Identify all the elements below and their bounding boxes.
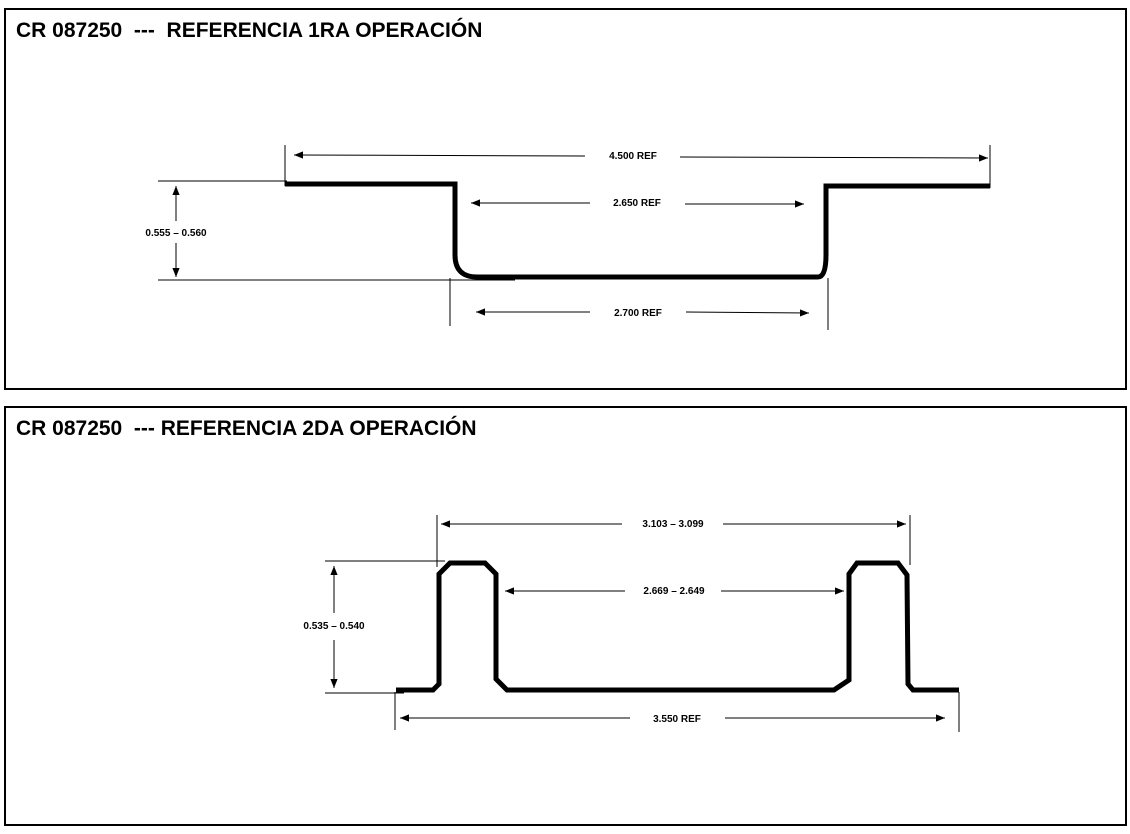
- panel-second-operation: CR 087250 --- REFERENCIA 2DA OPERACIÓN: [4, 406, 1127, 826]
- dimension-label: 0.555 – 0.560: [145, 228, 207, 239]
- dimension-outer-width: 3.103 – 3.099: [441, 519, 906, 530]
- dimension-label: 4.500 REF: [609, 151, 657, 162]
- dimension-overall-width: 4.500 REF: [293, 151, 989, 162]
- profile-second-operation: [396, 560, 959, 693]
- profile-first-operation: [285, 181, 990, 280]
- dimension-label: 2.650 REF: [613, 198, 661, 209]
- panel-first-operation: CR 087250 --- REFERENCIA 1RA OPERACIÓN: [4, 8, 1127, 390]
- dimension-inner-top-width: 2.650 REF: [471, 198, 804, 209]
- dimension-label: 3.103 – 3.099: [642, 519, 704, 530]
- dimension-overall-width: 3.550 REF: [400, 714, 945, 725]
- dimension-inner-width: 2.669 – 2.649: [505, 586, 844, 597]
- dimension-height: 0.535 – 0.540: [303, 566, 365, 688]
- panel-title: CR 087250 --- REFERENCIA 1RA OPERACIÓN: [16, 19, 483, 42]
- dimension-label: 2.700 REF: [614, 308, 662, 319]
- dimension-label: 2.669 – 2.649: [643, 586, 705, 597]
- dimension-bottom-width: 2.700 REF: [476, 308, 810, 319]
- dimension-label: 0.535 – 0.540: [303, 621, 365, 632]
- dimension-label: 3.550 REF: [653, 714, 701, 725]
- panel-title: CR 087250 --- REFERENCIA 2DA OPERACIÓN: [16, 417, 477, 440]
- dimension-depth: 0.555 – 0.560: [145, 186, 207, 277]
